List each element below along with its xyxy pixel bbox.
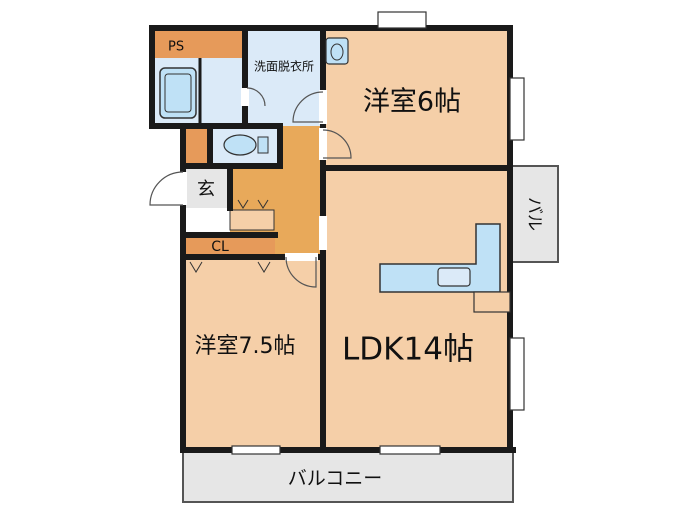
ldk-label: LDK14帖 <box>342 332 474 368</box>
closet-door-marks <box>189 199 271 273</box>
main-balcony <box>182 449 514 503</box>
western-room-6 <box>323 28 510 168</box>
sink-icon <box>437 267 471 287</box>
wash-basin-icon <box>325 37 349 65</box>
pipe-space <box>152 28 245 58</box>
storage-small <box>183 126 210 166</box>
washroom-label: 洗面脱衣所 <box>254 59 314 74</box>
washroom-area <box>245 28 323 126</box>
entrance-label: 玄 <box>197 179 215 200</box>
entrance-area <box>183 168 230 208</box>
western-room-7-5-label: 洋室7.5帖 <box>195 334 296 359</box>
closet-label: CL <box>211 239 229 255</box>
bathtub-icon <box>159 67 197 119</box>
windows <box>231 11 525 455</box>
toilet-icon <box>223 134 257 156</box>
door-gaps <box>179 88 327 261</box>
closet <box>183 235 275 257</box>
fridge-space <box>473 291 511 313</box>
pipe-space-label: PS <box>168 40 184 55</box>
main-balcony-label: バルコニー <box>288 468 383 490</box>
basin-bowl <box>330 43 344 61</box>
side-balcony-label: バル <box>524 197 544 231</box>
western-room-7-5 <box>183 257 323 450</box>
door-swings <box>149 87 352 288</box>
bathtub-inner-icon <box>164 73 192 113</box>
shoe-cabinet <box>229 209 275 231</box>
western-room-6-label: 洋室6帖 <box>363 87 461 118</box>
toilet-tank <box>257 136 269 154</box>
